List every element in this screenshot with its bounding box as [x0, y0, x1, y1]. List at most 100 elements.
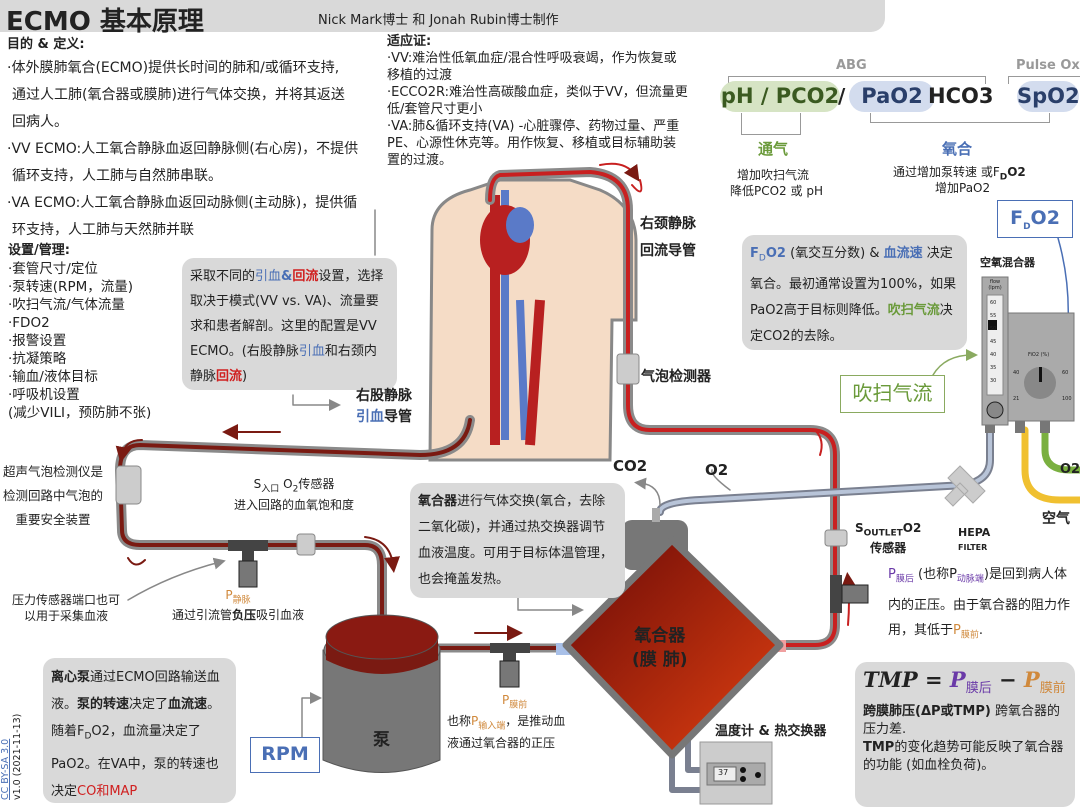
indication-line: 移植的过渡 [387, 68, 453, 83]
title-bar [0, 0, 885, 32]
sin-o2-label: S入口 O2传感器 进入回路的血氧饱和度 [234, 477, 355, 513]
definition-line: 环支持，人工肺与天然肺并联 [12, 222, 194, 238]
ventilation-title: 通气 [758, 140, 789, 158]
bubble-detector-label: 气泡检测器 [641, 369, 711, 385]
hepa-filter [944, 465, 986, 507]
fio2-dial-mark: 21 [1013, 396, 1020, 402]
separator: / [838, 84, 846, 108]
definition-line: 回病人。 [12, 114, 68, 130]
co2-label: CO2 [613, 457, 648, 475]
rpm-box: RPM [250, 737, 320, 773]
pao2-pill: PaO2 [849, 81, 935, 112]
management-item: ·抗凝策略 [8, 351, 67, 367]
sout-o2-sensor [824, 529, 848, 547]
fio2-label: FiO2 (%) [1028, 352, 1050, 358]
ultrasound-note: 超声气泡检测仪是检测回路中气泡的重要安全装置 [3, 464, 104, 527]
ph-pco2-pill: pH / PCO2 [720, 81, 840, 112]
pre-membrane-note: P膜前 也称P输入端，是推动血 液通过氧合器的正压 [447, 693, 566, 750]
femoral-cannula-label: 右股静脉引血导管 [356, 388, 412, 425]
tmp-callout: TMP = P膜后 − P膜前 跨膜肺压(ΔP或TMP) 跨氧合器的压力差. T… [855, 662, 1075, 807]
definition-line: ·VA ECMO:人工氧合静脉血返回动脉侧(主动脉)，提供循 [7, 195, 358, 211]
authors: Nick Mark博士 和 Jonah Rubin博士制作 [318, 13, 559, 28]
ventilation-line: 降低PCO2 或 pH [730, 184, 823, 198]
cannula-callout: 采取不同的引血&回流设置，选择取决于模式(VV vs. VA)、流量要求和患者解… [182, 258, 397, 390]
abg-bracket [728, 76, 986, 84]
oxygenation-line: 通过增加泵转速 或FDO2 [893, 165, 1026, 183]
oxygenation-line: 增加PaO2 [935, 181, 991, 195]
sweep-gas-box: 吹扫气流 [840, 375, 945, 413]
management-item: ·输血/液体目标 [8, 369, 98, 385]
pulse-ox-label: Pulse Ox [1016, 58, 1080, 73]
license-text: CC BY-SA 3.0 v1.0 (2021-11-13) [0, 714, 24, 800]
oxygenator-label: 氧合器(膜 肺) [632, 626, 688, 670]
ventilation-bracket [741, 113, 801, 135]
definition-heading: 目的 & 定义: [7, 37, 85, 52]
post-membrane-transducer [841, 584, 869, 604]
venous-pressure-tee [228, 540, 268, 551]
management-item: ·吹扫气流/气体流量 [8, 297, 125, 313]
fdo2-box: FDO2 [997, 200, 1073, 238]
venous-pressure-transducer [238, 560, 258, 588]
pump-label: 泵 [373, 730, 390, 750]
management-section: 设置/管理: ·套管尺寸/定位 ·泵转速(RPM，流量) ·吹扫气流/气体流量 … [8, 242, 151, 422]
oxygenator-callout: 氧合器进行气体交换(氧合，去除二氧化碳)，并通过热交换器调节血液温度。可用于目标… [410, 483, 625, 598]
pre-membrane-tee [490, 643, 530, 653]
bubble-detector-left [115, 465, 142, 505]
heater-label: 温度计 & 热交换器 [715, 724, 827, 739]
indication-line: PE、心源性休克等。用作恢复、移植或目标辅助装 [387, 136, 677, 151]
jugular-cannula-label: 右颈静脉回流导管 [640, 216, 696, 259]
definition-line: 循环支持，人工肺与自然肺串联。 [12, 168, 222, 184]
abg-label: ABG [836, 58, 867, 73]
oxygenation-bracket [870, 113, 1050, 123]
indication-line: 低/套管尺寸更小 [387, 102, 483, 117]
fio2-dial-mark: 100 [1062, 396, 1072, 402]
sin-o2-sensor [296, 533, 316, 556]
indications-heading: 适应证: [387, 34, 432, 49]
pre-membrane-transducer [499, 660, 520, 688]
indication-line: ·VA:肺&循环支持(VA) -心脏骤停、药物过量、严重 [387, 119, 680, 134]
air-supply-label: 空气 [1042, 511, 1070, 527]
ventilation-line: 增加吹扫气流 [737, 168, 810, 182]
oxygenation-title: 氧合 [942, 140, 973, 158]
blender-title: 空氧混合器 [980, 256, 1035, 269]
venous-pressure-label: P静脉 通过引流管负压吸引血液 [172, 588, 305, 623]
definition-section: 目的 & 定义: ·体外膜肺氧合(ECMO)提供长时间的肺和/或循环支持, 通过… [7, 35, 358, 244]
o2-supply-label: O2 [1060, 462, 1080, 477]
definition-line: ·VV ECMO:人工氧合静脉血返回静脉侧(右心房)，不提供 [7, 141, 359, 157]
flowmeter-label: flow (lpm) [988, 279, 1002, 291]
post-membrane-tee [830, 575, 842, 613]
fdo2-callout: FDO2 (氧交互分数) & 血流速 决定氧合。最初通常设置为100%，如果Pa… [742, 235, 967, 350]
fio2-dial-mark: 40 [1013, 370, 1020, 376]
management-item: ·呼吸机设置 [8, 387, 80, 403]
license-link[interactable]: CC BY-SA 3.0 [0, 738, 11, 800]
management-item: ·报警设置 [8, 333, 67, 349]
o2-line [1041, 426, 1080, 474]
fio2-dial-mark: 60 [1062, 370, 1069, 376]
post-membrane-note: P膜后 (也称P动脉端)是回到病人体内的正压。由于氧合器的阻力作用，其低于P膜前… [888, 567, 1071, 641]
version: v1.0 (2021-11-13) [12, 713, 23, 800]
o2-label: O2 [705, 461, 729, 479]
page-title: ECMO 基本原理 [6, 7, 204, 37]
management-item: (减少VILI，预防肺不张) [8, 405, 152, 421]
pressure-port-note: 压力传感器端口也可以用于采集血液 [12, 593, 121, 623]
management-item: ·套管尺寸/定位 [8, 261, 98, 277]
pump-body [322, 649, 441, 773]
indication-line: 置的过渡。 [387, 153, 453, 168]
definition-line: ·体外膜肺氧合(ECMO)提供长时间的肺和/或循环支持, [7, 60, 340, 76]
pulse-ox-bracket [1008, 76, 1080, 84]
hco3: HCO3 [928, 84, 994, 108]
definition-line: 通过人工肺(氧合器或膜肺)进行气体交换，并将其返送 [12, 87, 345, 103]
bubble-detector-return [616, 353, 640, 385]
air-line [1021, 426, 1080, 504]
indication-line: ·VV:难治性低氧血症/混合性呼吸衰竭，作为恢复或 [387, 51, 677, 66]
indications-section: 适应证: ·VV:难治性低氧血症/混合性呼吸衰竭，作为恢复或 移植的过渡 ·EC… [387, 33, 722, 169]
pump-head [325, 614, 439, 660]
management-item: ·FDO2 [8, 315, 50, 331]
temperature-readout: 37 [718, 768, 729, 777]
management-heading: 设置/管理: [8, 243, 70, 258]
management-item: ·泵转速(RPM，流量) [8, 279, 133, 295]
